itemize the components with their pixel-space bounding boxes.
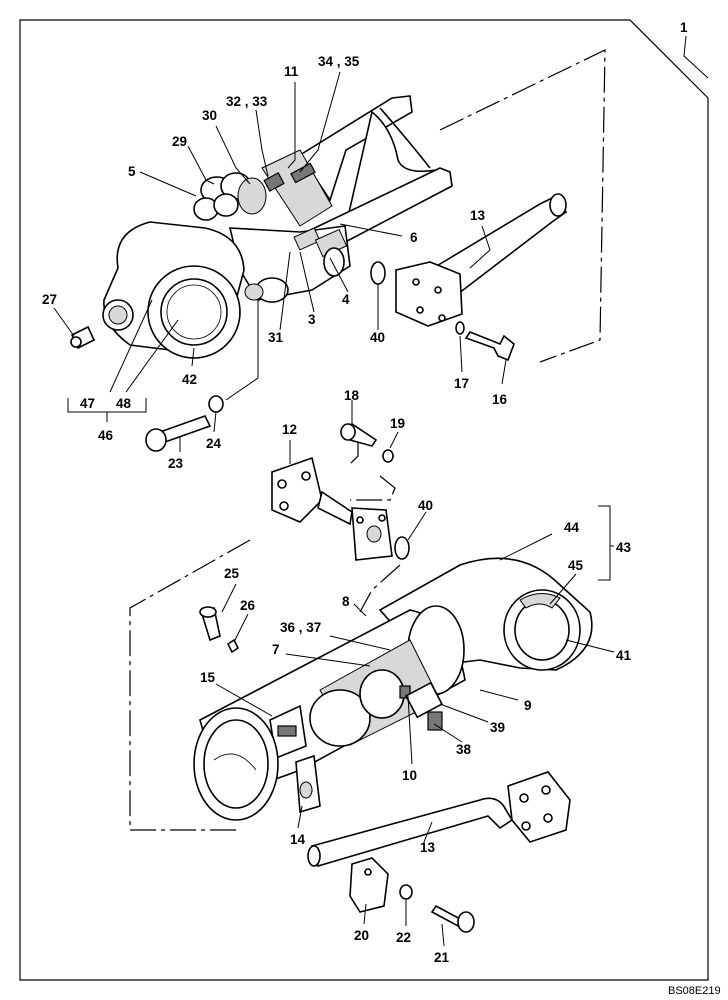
callout-31: 31 [268, 330, 284, 345]
callout-48: 48 [116, 396, 132, 411]
callout-21: 21 [434, 950, 450, 965]
callout-43: 43 [616, 540, 632, 555]
callout-labels: 1 11 34 , 35 32 , 33 30 29 5 13 6 27 4 3… [42, 20, 688, 965]
callout-41: 41 [616, 648, 632, 663]
callout-24: 24 [206, 436, 222, 451]
callout-26: 26 [240, 598, 256, 613]
callout-22: 22 [396, 930, 411, 945]
callout-30: 30 [202, 108, 217, 123]
callout-34-35: 34 , 35 [318, 54, 360, 69]
hydraulic-tube-lower [307, 771, 571, 867]
o-ring-upper [370, 261, 386, 285]
callout-15: 15 [200, 670, 216, 685]
callout-17: 17 [454, 376, 469, 391]
washer-17 [455, 321, 465, 335]
callout-4: 4 [342, 292, 350, 307]
callout-14: 14 [290, 832, 306, 847]
callout-40-middle: 40 [418, 498, 433, 513]
callout-18: 18 [344, 388, 360, 403]
callout-11: 11 [284, 64, 299, 79]
callout-13-lower: 13 [420, 840, 436, 855]
callout-38: 38 [456, 742, 472, 757]
callout-46: 46 [98, 428, 114, 443]
callout-16: 16 [492, 392, 508, 407]
lower-assembly [129, 539, 593, 831]
callout-23: 23 [168, 456, 184, 471]
hydraulic-tube-upper [395, 193, 568, 327]
callout-32-33: 32 , 33 [226, 94, 268, 109]
upper-assembly [70, 95, 453, 359]
tube-12 [271, 456, 393, 561]
callout-13-upper: 13 [470, 208, 486, 223]
callout-44: 44 [564, 520, 580, 535]
callout-47: 47 [80, 396, 95, 411]
callout-20: 20 [354, 928, 369, 943]
callout-6: 6 [410, 230, 418, 245]
callout-25: 25 [224, 566, 240, 581]
diagram-frame [19, 19, 709, 981]
bracket-46 [67, 398, 147, 422]
callout-40-upper: 40 [370, 330, 385, 345]
reference-code: BS08E219 [668, 985, 721, 997]
clamp-20 [349, 857, 389, 913]
o-ring-middle [394, 536, 410, 560]
washer-26 [226, 638, 240, 654]
callout-9: 9 [524, 698, 532, 713]
callout-27: 27 [42, 292, 57, 307]
callout-42: 42 [182, 372, 197, 387]
callout-45: 45 [568, 558, 584, 573]
callout-39: 39 [490, 720, 505, 735]
bolt-23 [158, 415, 212, 443]
callout-12: 12 [282, 422, 297, 437]
callout-5: 5 [128, 164, 136, 179]
callout-19: 19 [390, 416, 405, 431]
callout-36-37: 36 , 37 [280, 620, 321, 635]
leader-lines [53, 35, 709, 947]
callout-1: 1 [680, 20, 688, 35]
callout-10: 10 [402, 768, 417, 783]
bolt-16 [464, 331, 515, 362]
washer-22 [399, 884, 413, 900]
callout-29: 29 [172, 134, 187, 149]
washer-19 [382, 449, 394, 463]
callout-3: 3 [308, 312, 316, 327]
washer-24 [208, 395, 224, 413]
callout-8: 8 [342, 594, 350, 609]
callout-7: 7 [272, 642, 280, 657]
